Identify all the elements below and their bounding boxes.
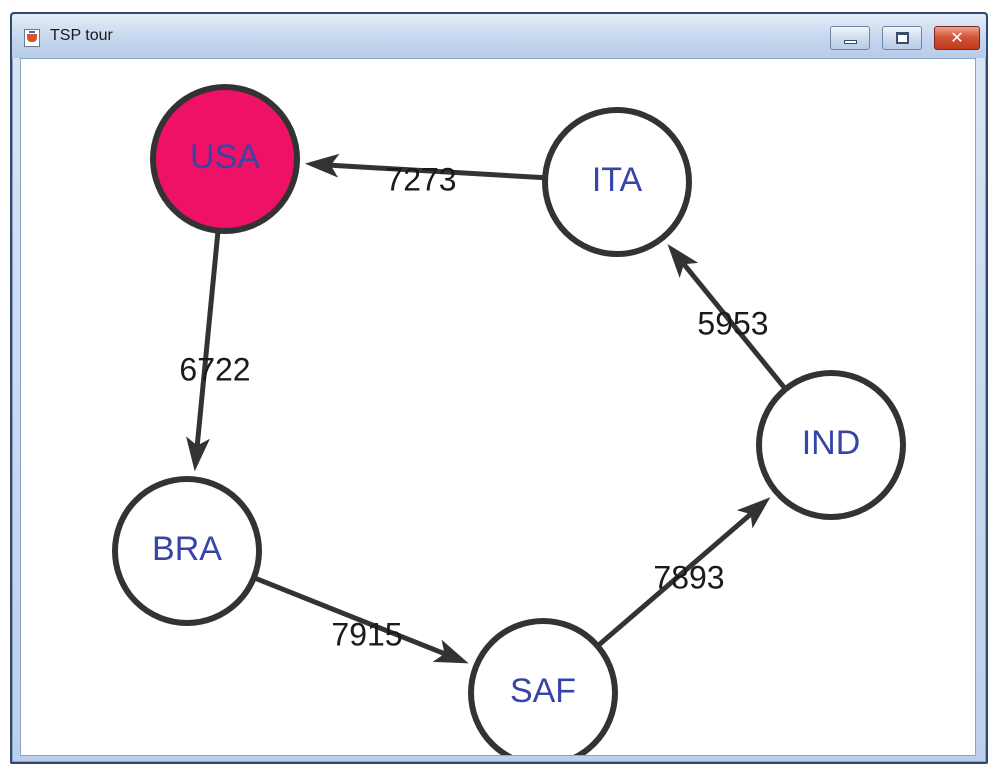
node-label-ita: ITA [592, 161, 643, 199]
node-label-ind: IND [802, 424, 861, 462]
node-ind[interactable]: IND [756, 370, 906, 520]
node-ita[interactable]: ITA [542, 107, 692, 257]
edge-weight-usa-bra: 6722 [179, 351, 250, 387]
arrowhead-saf-ind [736, 497, 771, 529]
tsp-tour-window: TSP tour ✕ USA ITA IND SAF BRA 7273 6722 7915 7… [10, 12, 988, 764]
edge-weight-ind-ita: 5953 [697, 305, 768, 341]
edge-weight-bra-saf: 7915 [331, 616, 402, 652]
edge-saf-ind [597, 508, 757, 647]
node-circle-saf [468, 618, 618, 755]
close-button[interactable]: ✕ [934, 26, 980, 50]
edge-usa-bra [194, 232, 221, 452]
graph-canvas: USA ITA IND SAF BRA 7273 6722 7915 7893 5953 [20, 58, 976, 756]
arrowhead-bra-saf [432, 639, 469, 664]
node-label-saf: SAF [510, 672, 576, 710]
edge-weight-ita-usa: 7273 [385, 161, 456, 197]
arrowhead-usa-bra [186, 436, 210, 472]
maximize-icon [896, 32, 909, 44]
arrowhead-ind-ita [667, 244, 699, 278]
minimize-icon [844, 40, 857, 44]
minimize-button[interactable] [830, 26, 870, 50]
node-saf[interactable]: SAF [468, 618, 618, 756]
window-title: TSP tour [50, 27, 113, 44]
close-icon: ✕ [950, 28, 964, 47]
arrowhead-ita-usa [304, 153, 340, 178]
node-label-bra: BRA [152, 530, 222, 568]
node-circle-ind [756, 370, 906, 520]
node-circle-bra [112, 476, 262, 626]
edge-weight-saf-ind: 7893 [653, 559, 724, 595]
title-bar[interactable]: TSP tour ✕ [12, 14, 986, 58]
node-usa[interactable]: USA [150, 84, 300, 234]
edge-bra-saf [254, 576, 452, 659]
node-circle-ita [542, 107, 692, 257]
node-bra[interactable]: BRA [112, 476, 262, 626]
edge-ind-ita [678, 257, 787, 390]
edge-ita-usa [324, 162, 544, 181]
java-cup-icon[interactable] [24, 29, 40, 47]
node-circle-usa [150, 84, 300, 234]
tsp-graph: USA ITA IND SAF BRA 7273 6722 7915 7893 5953 [112, 84, 906, 756]
node-label-usa: USA [190, 138, 260, 176]
maximize-button[interactable] [882, 26, 922, 50]
